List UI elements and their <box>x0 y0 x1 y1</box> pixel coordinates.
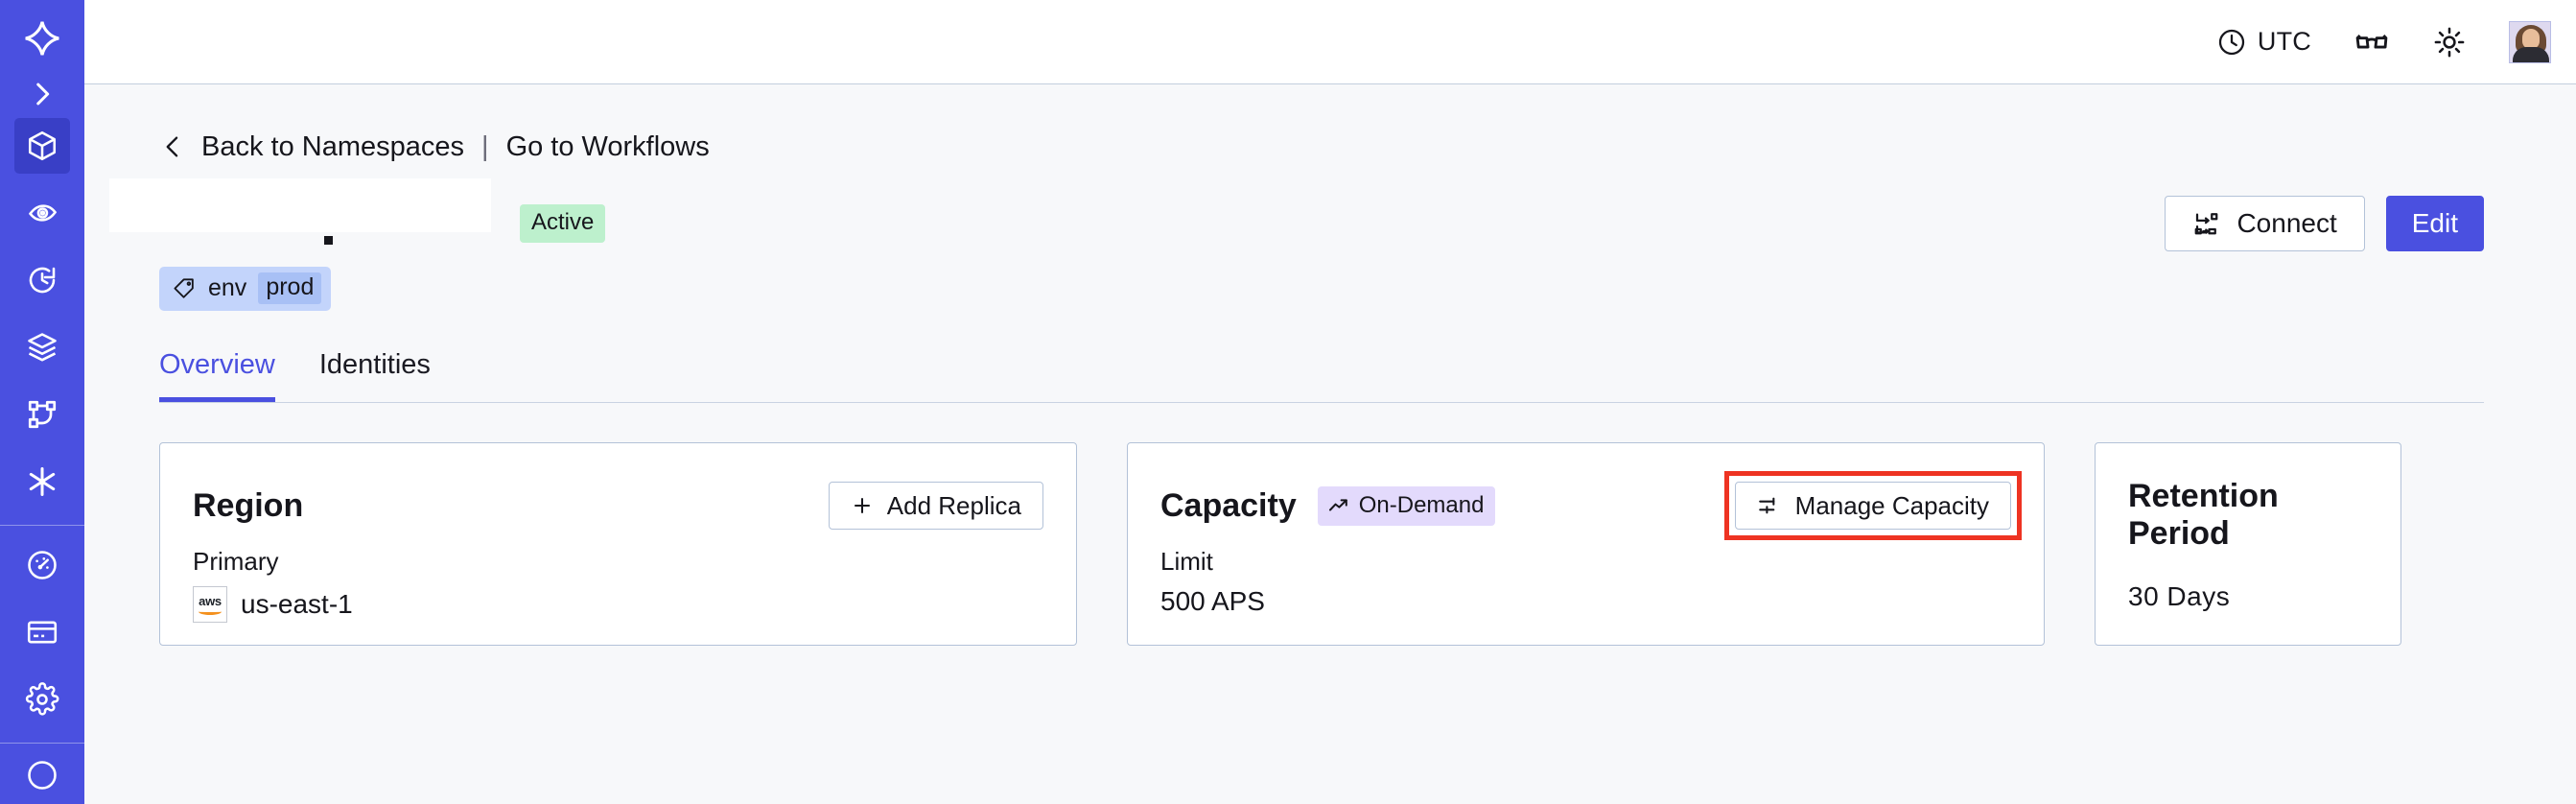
region-card: Region Add Replica <box>159 442 1077 646</box>
title-glyph-fragment <box>324 236 333 245</box>
sidebar-expand-button[interactable] <box>18 75 66 112</box>
region-card-action: Add Replica <box>828 482 1043 530</box>
timezone-label: UTC <box>2257 27 2311 56</box>
sidebar-item-billing[interactable] <box>14 604 70 660</box>
tag-value: prod <box>258 272 322 304</box>
clock-icon <box>2216 27 2247 58</box>
retention-card-header: Retention Period <box>2128 478 2368 553</box>
edit-button[interactable]: Edit <box>2385 196 2484 251</box>
avatar-body <box>2513 46 2549 62</box>
capacity-card-header: Capacity On-Demand <box>1160 471 2023 540</box>
sidebar-divider-1 <box>0 525 84 526</box>
tab-identities[interactable]: Identities <box>318 349 431 380</box>
page-title <box>109 178 491 246</box>
sidebar-divider-2 <box>0 742 84 744</box>
region-value-row: aws us-east-1 <box>193 586 1043 623</box>
theme-toggle-sun-icon[interactable] <box>2432 25 2467 59</box>
tab-bar: Overview Identities <box>159 349 2484 403</box>
sidebar-item-workflows[interactable] <box>14 387 70 442</box>
on-demand-badge: On-Demand <box>1317 485 1496 526</box>
trending-up-icon <box>1327 494 1350 517</box>
temporal-star-logo-icon[interactable] <box>18 17 66 59</box>
retention-value: 30 Days <box>2128 581 2231 611</box>
connect-button-label: Connect <box>2236 208 2337 238</box>
sidebar-item-settings[interactable] <box>14 672 70 727</box>
add-replica-button[interactable]: Add Replica <box>828 482 1043 530</box>
glasses-icon[interactable] <box>2354 24 2390 60</box>
timezone-selector[interactable]: UTC <box>2216 27 2311 58</box>
main-area: UTC <box>84 0 2576 804</box>
on-demand-badge-label: On-Demand <box>1358 491 1485 518</box>
chevron-left-icon[interactable] <box>159 130 186 163</box>
sidebar-secondary-group <box>0 532 84 733</box>
capacity-card-title: Capacity <box>1160 486 1297 524</box>
region-card-header: Region Add Replica <box>193 478 1043 533</box>
namespace-title-row: Active Connect <box>109 178 2484 251</box>
region-value: us-east-1 <box>241 589 353 619</box>
left-sidebar <box>0 0 84 804</box>
tag-key: env <box>208 274 247 301</box>
manage-capacity-button[interactable]: Manage Capacity <box>1734 482 2011 530</box>
retention-card-title: Retention Period <box>2128 478 2279 552</box>
capacity-limit-label: Limit <box>1160 547 1213 576</box>
namespace-tags: env prod <box>159 267 2484 311</box>
region-primary-label: Primary <box>193 547 279 576</box>
tab-overview[interactable]: Overview <box>159 349 275 402</box>
sidebar-item-help[interactable] <box>14 753 70 798</box>
sliders-icon <box>1757 493 1782 518</box>
plus-icon <box>851 494 874 517</box>
avatar-face <box>2522 28 2540 49</box>
sidebar-item-observability[interactable] <box>14 185 70 241</box>
aws-logo-icon: aws <box>193 586 227 623</box>
tag-chip-env[interactable]: env prod <box>159 267 332 311</box>
capacity-card-action: Manage Capacity <box>1723 471 2023 540</box>
user-avatar[interactable] <box>2509 20 2551 63</box>
overview-cards: Region Add Replica <box>159 442 2484 646</box>
redaction-overlay <box>109 178 491 232</box>
capacity-card: Capacity On-Demand <box>1127 442 2045 646</box>
breadcrumb: Back to Namespaces | Go to Workflows <box>159 130 2484 163</box>
sidebar-item-history[interactable] <box>14 252 70 308</box>
connect-button[interactable]: Connect <box>2165 196 2365 251</box>
connect-flow-icon <box>2192 209 2221 238</box>
aws-logo-text: aws <box>199 593 222 608</box>
add-replica-label: Add Replica <box>886 490 1021 520</box>
page-content: Back to Namespaces | Go to Workflows Act… <box>84 84 2576 804</box>
aws-logo-arc <box>199 608 222 615</box>
sidebar-primary-group <box>0 112 84 515</box>
breadcrumb-separator: | <box>481 130 489 162</box>
region-card-title: Region <box>193 486 304 524</box>
go-to-workflows-link[interactable]: Go to Workflows <box>505 130 710 162</box>
capacity-limit-value: 500 APS <box>1160 586 1265 616</box>
status-badge: Active <box>520 204 606 243</box>
retention-period-card: Retention Period 30 Days <box>2095 442 2401 646</box>
back-to-namespaces-link[interactable]: Back to Namespaces <box>201 130 465 162</box>
sidebar-item-namespaces[interactable] <box>14 118 70 175</box>
tag-icon <box>173 276 197 300</box>
manage-capacity-label: Manage Capacity <box>1794 490 1989 520</box>
top-header-bar: UTC <box>84 0 2576 84</box>
sidebar-item-usage[interactable] <box>14 537 70 593</box>
manage-capacity-highlight: Manage Capacity <box>1723 471 2023 540</box>
sidebar-item-layers[interactable] <box>14 319 70 375</box>
sidebar-item-integrations[interactable] <box>14 454 70 509</box>
edit-button-label: Edit <box>2411 208 2458 238</box>
title-actions: Connect Edit <box>2165 196 2484 251</box>
